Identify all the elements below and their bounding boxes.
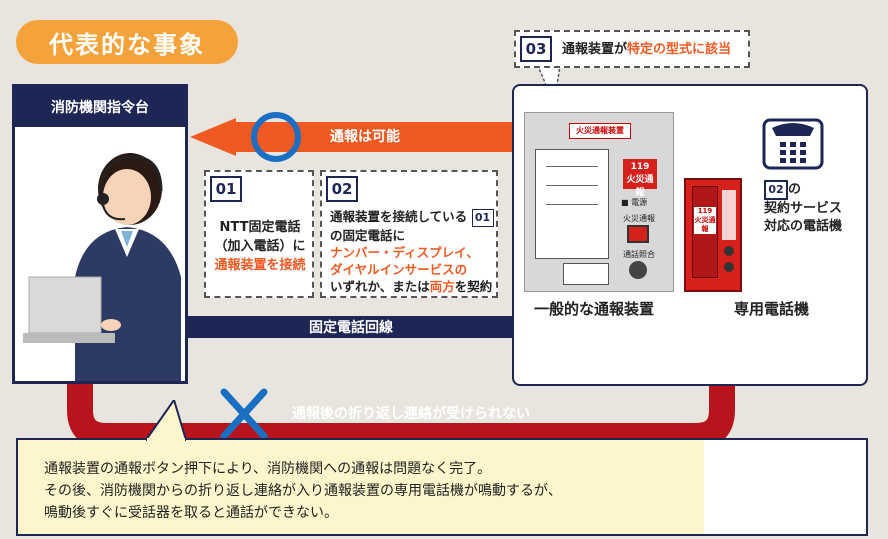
box-02-line5b: 両方 (429, 278, 455, 294)
device-alarm-button[interactable] (627, 225, 649, 243)
device-call-button[interactable] (629, 261, 647, 279)
note-line-2: その後、消防機関からの折り返し連絡が入り通報装置の専用電話機が鳴動するが、 (44, 483, 562, 499)
box-03-text-b: 特定の型式に該当 (627, 41, 732, 57)
contract-phone-line3: 対応の電話機 (764, 219, 843, 234)
note-line-3: 鳴動後すぐに受話器を取ると通話ができない。 (44, 505, 338, 521)
box-02-line1: 通報装置を接続している (330, 209, 468, 224)
phone-button (724, 262, 734, 272)
return-arrow-path (67, 352, 735, 449)
phone-label: 専用電話機 (734, 300, 810, 318)
info-box-02: 02 通報装置を接続している 01 の固定電話に ナンバー・ディスプレイ、 ダイ… (320, 170, 498, 298)
hq-panel: 消防機関指令台 (12, 84, 188, 384)
box-02-line5a: いずれか、または (330, 278, 430, 294)
device-slot (563, 263, 609, 285)
dedicated-phone: 119 火災通報 (684, 178, 742, 292)
box-01-number: 01 (210, 176, 242, 202)
device-button2-label: 通話照合 (623, 250, 655, 259)
title-tag: 代表的な事象 (16, 20, 238, 64)
ng-cross-mark (220, 388, 268, 440)
contract-phone-suffix: の (788, 182, 802, 197)
box-03-number: 03 (520, 36, 552, 62)
note-body: 通報装置の通報ボタン押下により、消防機関への通報は問題なく完了。 その後、消防機… (18, 440, 704, 534)
info-box-03: 03 通報装置が特定の型式に該当 (514, 30, 750, 68)
box-02-line4: ダイヤルインサービスの (330, 261, 468, 277)
box-03-text-a: 通報装置が (562, 41, 628, 57)
note-callout-tail (146, 400, 186, 442)
bottom-note: 通報装置の通報ボタン押下により、消防機関への通報は問題なく完了。 その後、消防機… (16, 438, 868, 536)
device-button1-label: 火災通報 (623, 214, 655, 223)
contract-phone-line2: 契約サービス (764, 201, 843, 216)
device-header: 火災通報装置 (569, 123, 631, 139)
fixed-line-bar: 固定電話回線 (188, 316, 514, 338)
note-line-1: 通報装置の通報ボタン押下により、消防機関への通報は問題なく完了。 (44, 461, 492, 477)
box-02-line2: の固定電話に (330, 227, 406, 243)
phone-handset: 119 火災通報 (692, 186, 718, 278)
phone-keypad (722, 190, 736, 240)
operator-illustration (23, 153, 181, 381)
device-label: 一般的な通報装置 (534, 300, 655, 318)
device-red-label-2: 火災通報 (626, 175, 654, 198)
ok-circle-mark (251, 112, 301, 162)
bottom-arrow-label: 通報後の折り返し連絡が受けられない (292, 406, 530, 422)
box-01-line2: （加入電話）に (214, 239, 306, 254)
hq-title: 消防機関指令台 (15, 87, 185, 127)
device-power: ■ 電源 (621, 198, 648, 207)
device-panel (535, 149, 609, 259)
box-02-line3: ナンバー・ディスプレイ、 (330, 244, 479, 260)
contract-phone-icon (762, 118, 824, 170)
box-01-line3: 通報装置を接続 (214, 258, 306, 273)
alarm-device: 火災通報装置 119 火災通報 ■ 電源 火災通報 通話照合 (524, 112, 674, 292)
top-arrow (190, 118, 524, 156)
phone-button (724, 246, 734, 256)
top-arrow-label: 通報は可能 (330, 129, 400, 145)
device-red-label: 119 火災通報 (623, 159, 657, 198)
box-02-inline-number: 01 (471, 208, 494, 227)
device-red-label-1: 119 (630, 162, 650, 172)
contract-phone-number: 02 (764, 180, 788, 200)
phone-sticker: 119 火災通報 (694, 207, 716, 234)
info-box-01: 01 NTT固定電話 （加入電話）に 通報装置を接続 (204, 170, 314, 298)
box-02-number: 02 (326, 176, 358, 202)
box-02-line5c: を契約 (454, 278, 493, 294)
box-01-line1: NTT固定電話 (219, 220, 301, 235)
